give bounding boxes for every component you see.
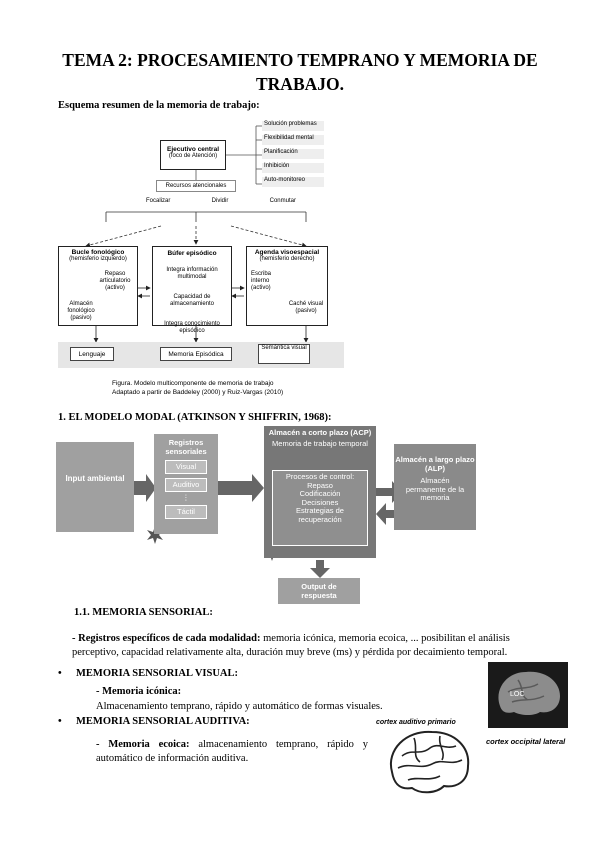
bottom-language: Lenguaje [70, 347, 114, 361]
registers-paragraph: - Registros específicos de cada modalida… [72, 632, 550, 660]
function-item: Inhibición [262, 163, 324, 173]
attention-mode: Conmutar [269, 198, 296, 204]
brain-visual-drawing: LOC [498, 671, 560, 715]
registers-title: Registros sensoriales [165, 438, 207, 456]
attention-resources-box: Recursos atencionales [156, 180, 236, 192]
iconic-label: - Memoria icónica: [96, 686, 182, 697]
bottom-semantic: Semántica visual [258, 344, 310, 364]
loop-sub: (hemisferio izquierdo) [69, 256, 127, 262]
sensory-registers-box: Registros sensoriales Visual Auditivo ⋮ … [154, 434, 218, 534]
bullet-glyph: • [58, 716, 62, 727]
episodic-buffer-box: Búfer episódico Integra información mult… [152, 246, 232, 334]
output-label: Output de respuesta [301, 582, 337, 600]
phonological-loop-box: Bucle fonológico (hemisferio izquierdo) … [58, 246, 138, 326]
control-item: Estrategias de recuperación [296, 506, 344, 524]
bullet-auditory-label: MEMORIA SENSORIAL AUDITIVA: [76, 716, 250, 727]
central-executive-box: Ejecutivo central (foco de Atención) [160, 140, 226, 170]
control-processes-box: Procesos de control: Repaso Codificación… [272, 470, 368, 546]
output-box: Output de respuesta [278, 578, 360, 604]
bullet-auditory: • MEMORIA SENSORIAL AUDITIVA: [58, 716, 250, 727]
star-icon [147, 526, 163, 544]
control-title: Procesos de control: [285, 472, 355, 481]
echoic-block: - Memoria ecoica: almacenamiento tempran… [96, 738, 368, 766]
register-tactile: Táctil [165, 505, 207, 519]
section-1-1-heading: 1.1. MEMORIA SENSORIAL: [74, 607, 213, 618]
register-visual: Visual [165, 460, 207, 474]
attention-mode: Dividir [211, 198, 229, 204]
bullet-glyph: • [58, 668, 62, 679]
loop-store: Almacén fonológico (pasivo) [67, 301, 95, 321]
loc-tag: LOC [510, 691, 524, 698]
function-item: Planificación [262, 149, 324, 159]
stm-title: Almacén a corto plazo (ACP) [268, 428, 372, 437]
sketch-scribe: Escriba interno (activo) [251, 271, 272, 291]
function-item: Flexibilidad mental [262, 135, 324, 145]
sketch-sub: (hemisferio derecho) [259, 256, 315, 262]
modal-diagram: Input ambiental Registros sensoriales Vi… [56, 426, 476, 610]
buffer-item: Integra conocimiento episódico [164, 321, 220, 334]
buffer-item: Integra información multimodal [166, 267, 218, 280]
registers-dots: ⋮ [182, 493, 190, 502]
input-label: Input ambiental [65, 474, 125, 483]
stm-box: Almacén a corto plazo (ACP) Memoria de t… [264, 426, 376, 558]
function-item: Auto-monitoreo [262, 177, 324, 187]
ltm-box: Almacén a largo plazo (ALP) Almacén perm… [394, 444, 476, 530]
section-1-heading: 1. EL MODELO MODAL (ATKINSON Y SHIFFRIN,… [58, 412, 332, 423]
central-executive-sub: (foco de Atención) [168, 153, 218, 159]
wm-subtitle: Esquema resumen de la memoria de trabajo… [58, 100, 260, 111]
sketch-title: Agenda visoespacial [254, 249, 320, 256]
control-item: Codificación [299, 489, 341, 498]
echoic-label: - Memoria ecoica: [96, 739, 190, 750]
wm-caption-1: Figura. Modelo multicomponente de memori… [112, 380, 274, 387]
control-item: Decisiones [301, 497, 339, 507]
register-auditory: Auditivo [165, 478, 207, 492]
buffer-title: Búfer episódico [167, 250, 217, 257]
para-bold-lead: - Registros específicos de cada modalida… [72, 633, 261, 644]
wm-diagram: Ejecutivo central (foco de Atención) Sol… [56, 118, 346, 398]
echoic-text: almacenamiento temprano, rápido y automá… [96, 739, 368, 764]
visual-cortex-caption: cortex occipital lateral [486, 737, 566, 746]
brain-auditory-drawing [389, 730, 470, 794]
auditory-cortex-caption: cortex auditivo primario [376, 719, 456, 726]
iconic-text: Almacenamiento temprano, rápido y automá… [96, 701, 383, 712]
page-title: TEMA 2: PROCESAMIENTO TEMPRANO Y MEMORIA… [62, 50, 538, 94]
buffer-item: Capacidad de almacenamiento [169, 294, 215, 307]
function-list: Solución problemas Flexibilidad mental P… [262, 121, 324, 187]
attention-mode: Focalizar [146, 198, 171, 204]
bullet-visual-label: MEMORIA SENSORIAL VISUAL: [76, 668, 239, 679]
wm-caption-2: Adaptado a partir de Baddeley (2000) y R… [112, 389, 284, 396]
bullet-visual: • MEMORIA SENSORIAL VISUAL: [58, 668, 238, 679]
attention-modes: Focalizar Dividir Conmutar [146, 198, 296, 205]
ltm-sub: Almacén permanente de la memoria [405, 476, 465, 502]
control-item: Repaso [307, 480, 333, 490]
ltm-title: Almacén a largo plazo (ALP) [395, 455, 475, 473]
bottom-episodic: Memoria Episódica [160, 347, 232, 361]
visuospatial-sketchpad-box: Agenda visoespacial (hemisferio derecho)… [246, 246, 328, 326]
input-box: Input ambiental [56, 442, 134, 532]
sketch-cache: Caché visual (pasivo) [288, 301, 324, 314]
function-item: Solución problemas [262, 121, 324, 131]
para-rest: memoria icónica, memoria ecoica, ... pos… [72, 633, 510, 658]
auditory-cortex-image [384, 726, 474, 802]
loop-title: Bucle fonológico [71, 249, 125, 256]
visual-cortex-image: LOC [488, 662, 568, 728]
loop-rehearsal: Repaso articulatorio (activo) [99, 271, 131, 291]
central-executive-title: Ejecutivo central [166, 146, 220, 153]
stm-sub: Memoria de trabajo temporal [272, 438, 368, 448]
